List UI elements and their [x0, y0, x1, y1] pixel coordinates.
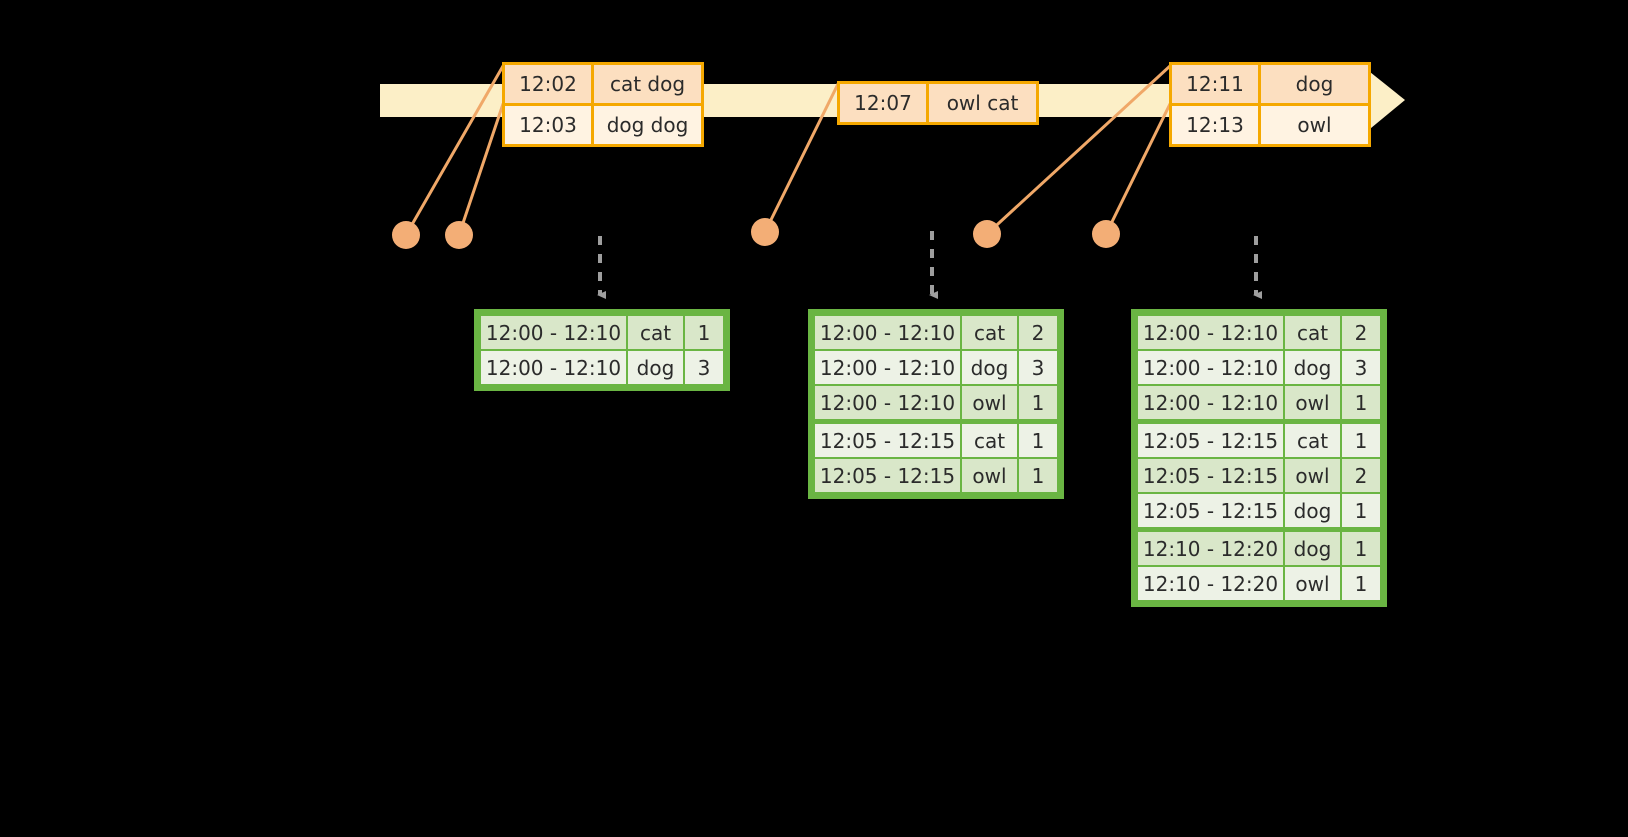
result-count: 3 [1019, 351, 1057, 384]
result-count: 1 [1342, 532, 1380, 565]
connector-dots [392, 218, 1120, 249]
result-count: 1 [1019, 424, 1057, 457]
result-window: 12:05 - 12:15 [1138, 459, 1283, 492]
result-count: 1 [1342, 386, 1380, 419]
result-key: dog [1285, 532, 1340, 565]
result-count: 1 [1019, 386, 1057, 419]
event-time: 12:07 [840, 84, 926, 122]
connector-line-3 [763, 82, 840, 234]
event-group-3: 12:11 dog 12:13 owl [1169, 62, 1371, 147]
connector-line-1 [404, 64, 505, 237]
emit-arrows [597, 231, 1262, 299]
result-count: 2 [1342, 316, 1380, 349]
result-window: 12:10 - 12:20 [1138, 532, 1283, 565]
result-window: 12:05 - 12:15 [815, 424, 960, 457]
event-time: 12:03 [505, 106, 591, 144]
event-payload: dog [1258, 65, 1368, 103]
result-key: dog [962, 351, 1017, 384]
event-time: 12:02 [505, 65, 591, 103]
connector-dot-4 [973, 220, 1001, 248]
event-row: 12:13 owl [1172, 103, 1368, 144]
result-key: owl [1285, 386, 1340, 419]
result-count: 2 [1019, 316, 1057, 349]
connector-dot-1 [392, 221, 420, 249]
result-key: cat [628, 316, 683, 349]
result-count: 2 [1342, 459, 1380, 492]
result-count: 1 [1019, 459, 1057, 492]
connector-dot-3 [751, 218, 779, 246]
result-count: 1 [1342, 494, 1380, 527]
result-key: owl [1285, 567, 1340, 600]
result-key: dog [628, 351, 683, 384]
result-count: 1 [1342, 567, 1380, 600]
result-window: 12:00 - 12:10 [815, 386, 960, 419]
result-key: owl [962, 386, 1017, 419]
event-row: 12:11 dog [1172, 65, 1368, 103]
result-window: 12:00 - 12:10 [481, 316, 626, 349]
event-row: 12:02 cat dog [505, 65, 701, 103]
connector-line-5 [1104, 102, 1172, 236]
result-key: cat [1285, 424, 1340, 457]
result-key: cat [962, 424, 1017, 457]
result-key: owl [1285, 459, 1340, 492]
event-row: 12:03 dog dog [505, 103, 701, 144]
result-window: 12:00 - 12:10 [1138, 351, 1283, 384]
result-window: 12:10 - 12:20 [1138, 567, 1283, 600]
result-window: 12:05 - 12:15 [1138, 424, 1283, 457]
result-window: 12:00 - 12:10 [481, 351, 626, 384]
result-window: 12:05 - 12:15 [1138, 494, 1283, 527]
result-key: dog [1285, 351, 1340, 384]
result-count: 3 [1342, 351, 1380, 384]
result-window: 12:05 - 12:15 [815, 459, 960, 492]
event-time: 12:11 [1172, 65, 1258, 103]
result-window: 12:00 - 12:10 [1138, 316, 1283, 349]
event-row: 12:07 owl cat [840, 84, 1036, 122]
connector-line-2 [457, 102, 505, 237]
connector-dot-5 [1092, 220, 1120, 248]
result-count: 1 [1342, 424, 1380, 457]
result-key: cat [962, 316, 1017, 349]
event-time: 12:13 [1172, 106, 1258, 144]
result-key: dog [1285, 494, 1340, 527]
event-payload: dog dog [591, 106, 701, 144]
result-count: 1 [685, 316, 723, 349]
event-payload: owl [1258, 106, 1368, 144]
result-window: 12:00 - 12:10 [815, 316, 960, 349]
result-window: 12:00 - 12:10 [1138, 386, 1283, 419]
connector-dot-2 [445, 221, 473, 249]
result-key: owl [962, 459, 1017, 492]
event-group-2: 12:07 owl cat [837, 81, 1039, 125]
result-key: cat [1285, 316, 1340, 349]
result-count: 3 [685, 351, 723, 384]
event-group-1: 12:02 cat dog 12:03 dog dog [502, 62, 704, 147]
event-payload: owl cat [926, 84, 1036, 122]
event-payload: cat dog [591, 65, 701, 103]
result-window: 12:00 - 12:10 [815, 351, 960, 384]
